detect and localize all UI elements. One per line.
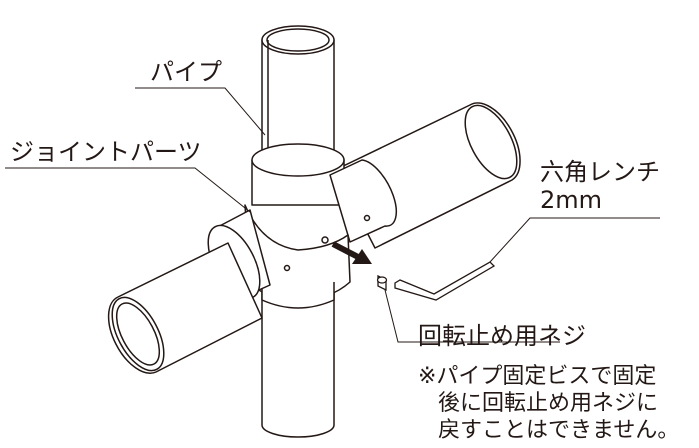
pipe-bottom: [261, 289, 335, 438]
leader-screw: [384, 289, 560, 343]
leader-pipe: [135, 87, 266, 136]
anti-rotation-screw-part: [376, 274, 388, 292]
direction-arrow: [331, 241, 372, 264]
leader-wrench: [489, 217, 660, 263]
pipe-top: [261, 25, 335, 171]
anti-rotation-screw-label: 回転止め用ネジ: [418, 322, 586, 350]
note-line-2: 後に回転止め用ネジに: [438, 391, 659, 416]
hex-wrench-part: [394, 261, 496, 301]
pipe-label: パイプ: [150, 58, 222, 86]
leader-lines: [5, 87, 660, 343]
joint-parts-label: ジョイントパーツ: [10, 138, 202, 166]
leader-joint: [5, 167, 251, 213]
note-line-1: ※パイプ固定ビスで固定: [418, 364, 657, 389]
pipe-left: [107, 242, 263, 374]
hex-wrench-size-label: 2mm: [540, 186, 603, 214]
caution-note: ※パイプ固定ビスで固定 後に回転止め用ネジに 戻すことはできません。: [418, 363, 679, 444]
note-line-3: 戻すことはできません。: [438, 418, 680, 443]
hex-wrench-label: 六角レンチ: [540, 158, 660, 186]
